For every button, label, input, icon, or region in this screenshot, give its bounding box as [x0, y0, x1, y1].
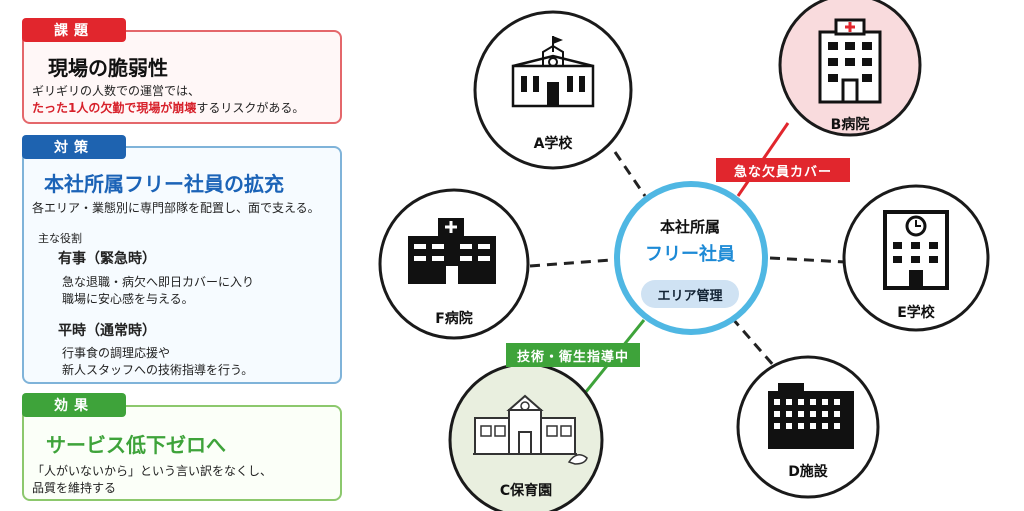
measure-tag: 対策: [22, 135, 126, 159]
node-d-label: D施設: [788, 464, 828, 480]
effect-box: [22, 405, 342, 501]
hospital-icon: [818, 18, 882, 104]
edge-a: [613, 151, 647, 197]
nursery-icon: [473, 394, 588, 465]
issue-tag: 課題: [22, 18, 126, 42]
measure-subtitle: 各エリア・業態別に専門部隊を配置し、面で支える。: [32, 201, 320, 215]
issue-line1: ギリギリの人数での運営では、: [32, 84, 201, 98]
effect-title: サービス低下ゼロへ: [46, 433, 226, 457]
center-label-line2: フリー社員: [645, 244, 735, 265]
role-emergency-line2: 職場に安心感を与える。: [62, 292, 194, 306]
effect-tag: 効果: [22, 393, 126, 417]
edge-f: [529, 258, 613, 268]
school-icon: [511, 36, 595, 108]
node-e-label: E学校: [897, 305, 935, 321]
edge-e: [769, 256, 847, 264]
issue-line2-emphasis: たった1人の欠勤で現場が崩壊: [32, 101, 197, 115]
effect-line1: 「人がいないから」という言い訳をなくし、: [32, 464, 273, 478]
school-clock-icon: [883, 210, 949, 290]
area-management-pill: エリア管理: [641, 280, 739, 308]
roles-label: 主な役割: [38, 232, 82, 245]
node-c-label: C保育園: [499, 483, 553, 499]
role-normal-line2: 新人スタッフへの技術指導を行う。: [62, 363, 254, 377]
issue-line2: たった1人の欠勤で現場が崩壊するリスクがある。: [32, 99, 304, 116]
center-label-line1: 本社所属: [659, 218, 720, 236]
node-a-label: A学校: [533, 136, 573, 152]
role-emergency-title: 有事（緊急時）: [58, 251, 156, 267]
urgent-cover-tag: 急な欠員カバー: [716, 158, 850, 182]
hospital-icon: [408, 218, 496, 284]
guidance-tag: 技術・衛生指導中: [506, 343, 640, 367]
role-normal-line1: 行事食の調理応援や: [62, 346, 171, 360]
role-normal-title: 平時（通常時）: [58, 323, 156, 339]
issue-title: 現場の脆弱性: [48, 56, 168, 80]
measure-box: [22, 146, 342, 384]
edge-d: [730, 317, 776, 367]
node-f-label: F病院: [435, 311, 473, 327]
measure-title: 本社所属フリー社員の拡充: [44, 172, 284, 196]
facility-building-icon: [768, 383, 854, 449]
role-emergency-line1: 急な退職・病欠へ即日カバーに入り: [62, 275, 255, 289]
effect-line2: 品質を維持する: [32, 481, 117, 495]
issue-box: [22, 30, 342, 124]
node-b-label: B病院: [830, 117, 870, 133]
issue-line2-rest: するリスクがある。: [196, 101, 305, 115]
